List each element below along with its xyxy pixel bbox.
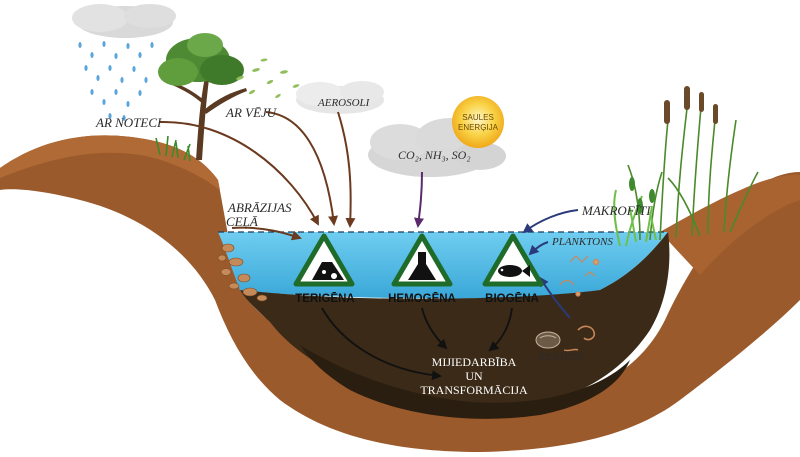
flask-icon xyxy=(408,252,436,280)
plankton-icons xyxy=(559,255,600,297)
label-aerosols: AEROSOLI xyxy=(317,97,371,109)
wind-leaves xyxy=(236,58,300,99)
arrow-aerosols xyxy=(337,111,356,228)
triangle-terrigenous xyxy=(293,233,355,287)
center-label-line3: TRANSFORMĀCIJA xyxy=(420,383,528,397)
arrow-chemogenic-to-center xyxy=(421,307,448,350)
reeds xyxy=(613,86,759,247)
soil-surface-highlight xyxy=(0,135,220,190)
arrow-macrophytes xyxy=(522,209,579,234)
label-macrophytes: MAKROFĪTI xyxy=(581,203,651,218)
label-abrasion-line2: CEĻĀ xyxy=(226,214,258,229)
arrow-wind xyxy=(265,111,338,226)
fish-icon xyxy=(498,265,530,277)
triangle-biogenic xyxy=(482,233,544,287)
sediment-layer xyxy=(240,232,670,407)
tree xyxy=(158,33,247,160)
label-gases: CO₂, NH₃, SO₂ xyxy=(398,148,471,162)
raindrops xyxy=(78,41,154,121)
category-chemogenic: HEMOGĒNA xyxy=(388,293,456,305)
sediment-deep xyxy=(300,345,630,419)
label-benthos: BENTOSS xyxy=(538,351,584,363)
label-abrasion-line1: ABRĀZIJAS xyxy=(227,200,292,215)
sun-label-line1: SAULES xyxy=(462,113,494,122)
sun-label-line2: ENERĢIJA xyxy=(458,123,499,132)
left-grass xyxy=(155,135,191,162)
gas-cloud xyxy=(368,118,506,177)
arrow-runoff xyxy=(159,120,319,226)
benthos-icons xyxy=(535,325,596,352)
soil-basin xyxy=(0,135,800,452)
arrow-terrigenous-to-center xyxy=(321,307,442,381)
category-biogenic: BIOGĒNA xyxy=(485,293,539,305)
label-runoff: AR NOTECI xyxy=(95,115,162,130)
arrow-biogenic-to-center xyxy=(488,307,513,352)
arrow-plankton xyxy=(528,241,549,256)
arrow-gases xyxy=(414,171,424,228)
sun-icon xyxy=(452,96,504,148)
shore-pebbles xyxy=(217,243,268,302)
category-terrigenous: TERIGĒNA xyxy=(295,293,354,305)
center-label-line1: MIJIEDARBĪBA xyxy=(432,355,517,369)
center-label-line2: UN xyxy=(465,369,483,383)
label-plankton: PLANKTONS xyxy=(551,236,613,248)
aerosol-cloud xyxy=(296,81,384,114)
arrow-abrasion xyxy=(231,226,302,241)
triangle-chemogenic xyxy=(391,233,453,287)
rain-cloud xyxy=(72,4,176,38)
label-wind: AR VĒJU xyxy=(225,105,278,120)
right-bank xyxy=(660,174,800,275)
